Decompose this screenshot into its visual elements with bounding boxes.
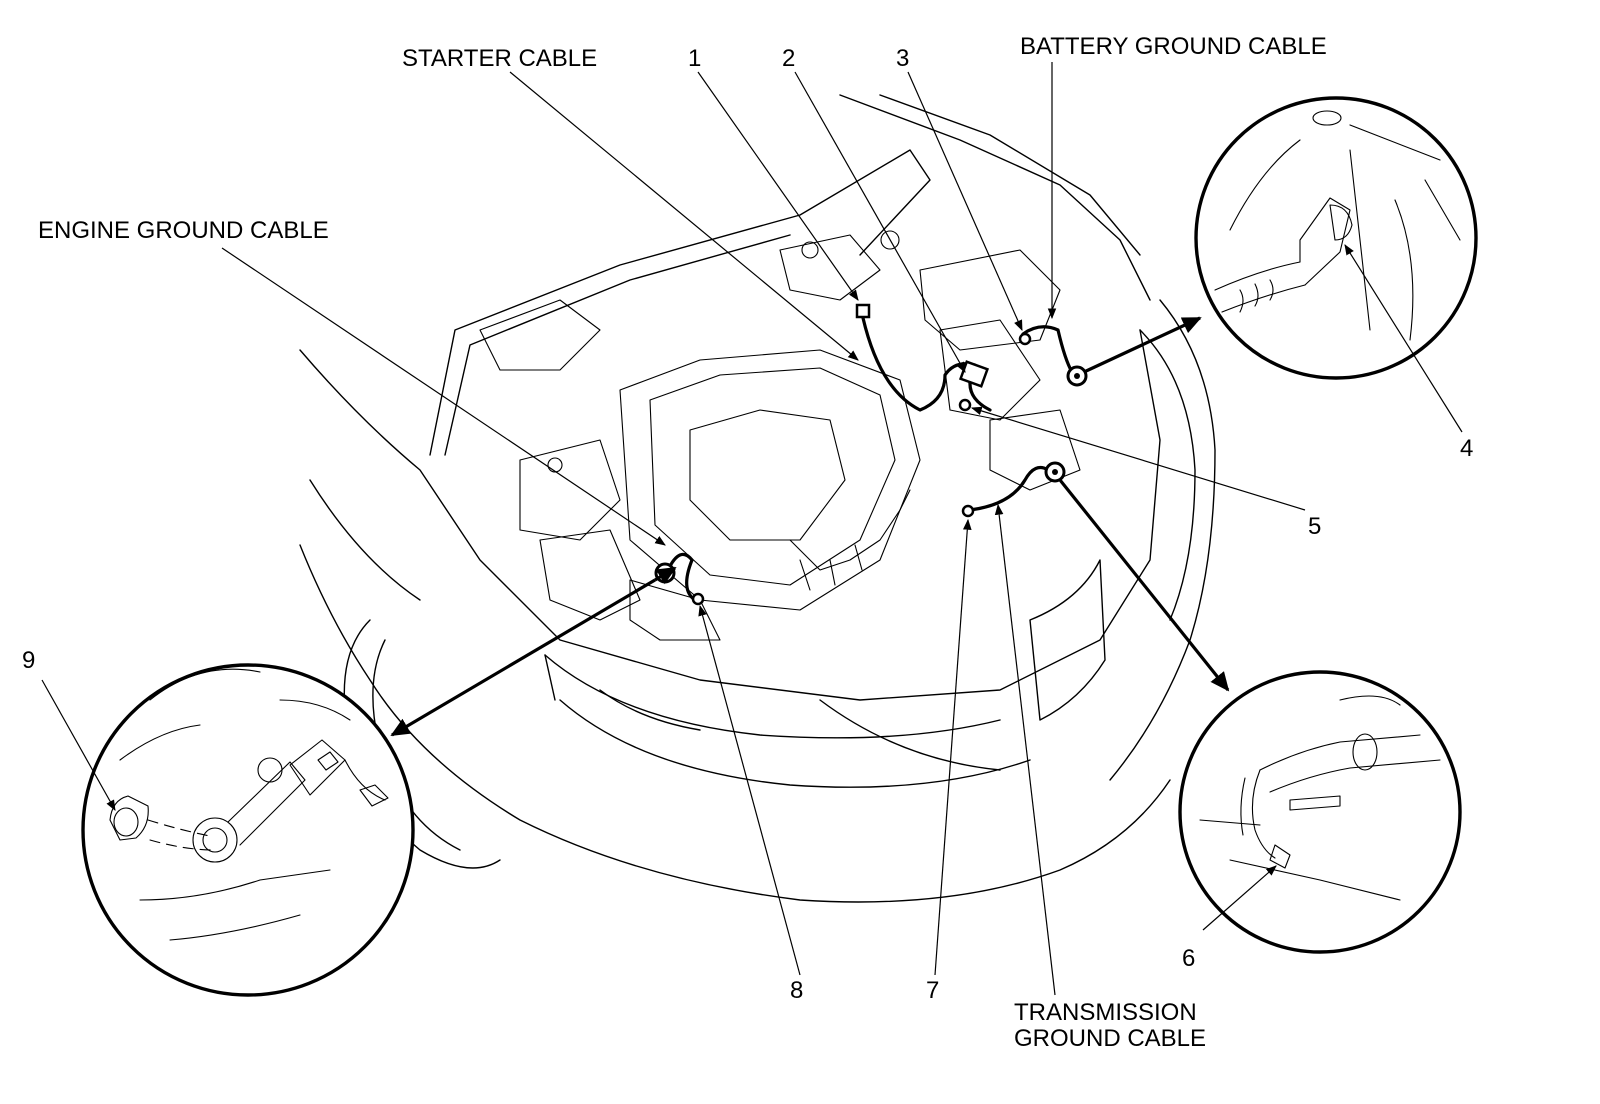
- engine-ground-leader: [221, 247, 666, 546]
- callout-3: 3: [896, 45, 909, 72]
- detail-circle-battery-ground: [1194, 96, 1478, 433]
- text-labels: STARTER CABLE BATTERY GROUND CABLE ENGIN…: [22, 33, 1473, 1052]
- detail-circle-engine-ground: [41, 663, 415, 997]
- callout-1: 1: [688, 45, 701, 72]
- callout-6: 6: [1182, 945, 1195, 972]
- callout-4: 4: [1460, 435, 1473, 462]
- engine-bay: [479, 230, 1081, 641]
- label-engine-ground-cable: ENGINE GROUND CABLE: [38, 217, 329, 244]
- callout-2-leader: [794, 71, 966, 373]
- callout-2: 2: [782, 45, 795, 72]
- starter-cable-leader: [509, 71, 859, 361]
- label-starter-cable: STARTER CABLE: [402, 45, 597, 72]
- callout-3-leader: [907, 71, 1023, 331]
- callout-8-leader: [698, 604, 801, 976]
- callout-5-leader: [970, 406, 1306, 511]
- transmission-ground-leader: [994, 503, 1056, 996]
- detail-circle-transmission-ground: [1178, 670, 1462, 954]
- callout-5: 5: [1308, 513, 1321, 540]
- leader-lines: [221, 62, 1306, 996]
- callout-7: 7: [926, 977, 939, 1004]
- label-battery-ground-cable: BATTERY GROUND CABLE: [1020, 33, 1327, 60]
- vehicle-body: [299, 94, 1216, 903]
- callout-8: 8: [790, 977, 803, 1004]
- zoom-arrows: [390, 316, 1230, 737]
- label-transmission-ground-cable-line1: TRANSMISSION: [1014, 999, 1197, 1026]
- callout-1-leader: [697, 71, 859, 301]
- callout-9: 9: [22, 647, 35, 674]
- label-transmission-ground-cable-line2: GROUND CABLE: [1014, 1025, 1206, 1052]
- cables: [654, 303, 1088, 606]
- callout-7-leader: [934, 518, 972, 976]
